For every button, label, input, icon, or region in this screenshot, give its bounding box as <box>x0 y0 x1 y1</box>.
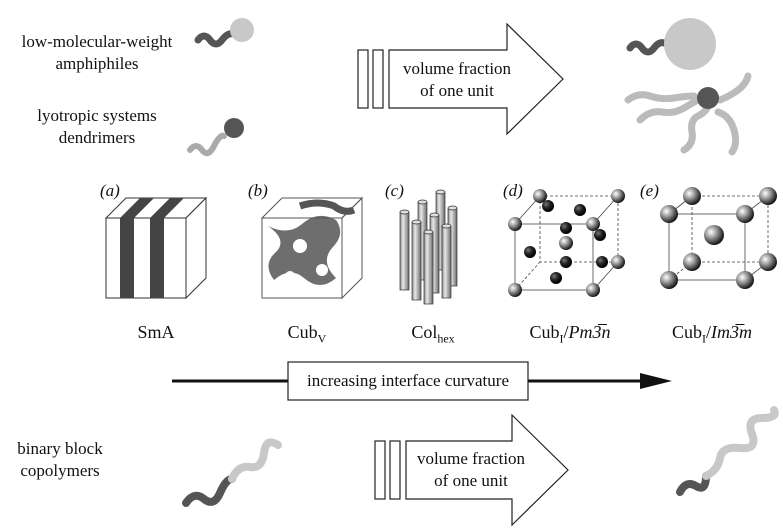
phase-label-cubi-im3m: CubI/Im3̅m <box>652 322 772 347</box>
phase-sep: / <box>706 322 712 342</box>
colhex-cylinders <box>399 189 458 305</box>
sma-lamellar-block <box>104 196 208 300</box>
phase-label-cubi-pm3n: CubI/Pm3̅n <box>510 322 630 347</box>
curvature-arrow-label: increasing interface curvature <box>307 371 509 390</box>
phase-main: Cub <box>671 322 702 342</box>
amphiphile-small-icon <box>194 18 254 48</box>
dendrimer-large-icon <box>624 72 752 156</box>
label-lyotropic-systems: lyotropic systems <box>37 106 157 125</box>
panel-letter-d: (d) <box>503 181 523 200</box>
top-volume-arrow <box>357 22 564 136</box>
panel-letter-b: (b) <box>248 181 268 200</box>
panel-letter-e: (e) <box>640 181 659 200</box>
top-arrow-label-line1: volume fraction <box>402 59 512 78</box>
label-amphiphiles: amphiphiles <box>55 54 139 73</box>
bottom-arrow-label-line2: of one unit <box>434 471 508 490</box>
phase-label-cubv: CubV <box>262 322 352 347</box>
phase-label-sma: SmA <box>137 322 175 342</box>
block-copolymer-large-icon <box>676 406 779 496</box>
block-copolymer-small-icon <box>182 438 282 507</box>
phase-label-colhex: Colhex <box>388 322 478 347</box>
cubi-im3m-lattice <box>660 187 777 289</box>
label-copolymers: copolymers <box>20 461 100 480</box>
bottom-volume-arrow <box>374 413 569 527</box>
panel-letter-a: (a) <box>100 181 120 200</box>
cubv-bicontinuous-block <box>260 196 364 300</box>
label-low-molecular-weight: low-molecular-weight <box>21 32 173 51</box>
amphiphile-large-icon <box>626 18 716 70</box>
bottom-arrow-label-line1: volume fraction <box>416 449 526 468</box>
top-arrow-label-line2: of one unit <box>420 81 494 100</box>
label-dendrimers: dendrimers <box>58 128 136 147</box>
cubi-pm3n-lattice <box>508 189 625 297</box>
phase-group: Im3̅m <box>711 322 753 342</box>
phase-group: Pm3̅n <box>568 322 611 342</box>
panel-letter-c: (c) <box>385 181 404 200</box>
label-binary-block: binary block <box>17 439 103 458</box>
phase-main: Cub <box>529 322 560 342</box>
phase-main: Cub <box>287 322 318 342</box>
phase-sub: V <box>317 331 327 346</box>
phase-sub: hex <box>437 331 455 346</box>
curvature-arrow <box>172 361 672 401</box>
phase-sub: I <box>559 331 564 346</box>
phase-main: Col <box>411 322 438 342</box>
phase-sub: I <box>702 331 706 346</box>
phase-sep: / <box>563 322 569 342</box>
dendrimer-small-icon <box>187 118 244 157</box>
